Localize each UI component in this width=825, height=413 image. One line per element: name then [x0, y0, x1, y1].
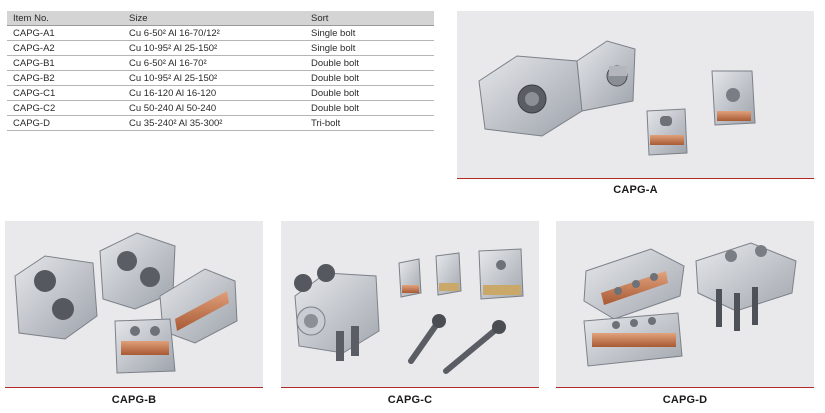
header-sort: Sort [305, 11, 434, 26]
table-row: CAPG-B1 Cu 6-50² Al 16-70² Double bolt [7, 55, 434, 71]
cell-size: Cu 50-240 Al 50-240 [123, 100, 305, 116]
cell-sort: Double bolt [305, 70, 434, 86]
table-row: CAPG-D Cu 35-240² Al 35-300² Tri-bolt [7, 115, 434, 131]
cell-size: Cu 10-95² Al 25-150² [123, 40, 305, 56]
cell-item: CAPG-B1 [7, 55, 123, 71]
cell-sort: Single bolt [305, 40, 434, 56]
clamp-illustration-c [294, 248, 524, 374]
clamp-illustration-b [14, 232, 238, 374]
product-photo-capg-c [281, 221, 539, 388]
product-photo-capg-d [556, 221, 814, 388]
cell-size: Cu 16-120 Al 16-120 [123, 85, 305, 101]
cell-item: CAPG-C2 [7, 100, 123, 116]
cell-sort: Double bolt [305, 85, 434, 101]
caption-capg-c: CAPG-C [387, 394, 433, 406]
cell-item: CAPG-C1 [7, 85, 123, 101]
caption-capg-b: CAPG-B [111, 394, 157, 406]
cell-size: Cu 6-50² Al 16-70/12² [123, 25, 305, 41]
cell-item: CAPG-A2 [7, 40, 123, 56]
table-row: CAPG-A1 Cu 6-50² Al 16-70/12² Single bol… [7, 25, 434, 41]
header-size: Size [123, 11, 305, 26]
cell-sort: Tri-bolt [305, 115, 434, 131]
header-item-no: Item No. [7, 11, 123, 26]
caption-capg-d: CAPG-D [662, 394, 708, 406]
cell-sort: Double bolt [305, 100, 434, 116]
cell-item: CAPG-D [7, 115, 123, 131]
table-row: CAPG-C2 Cu 50-240 Al 50-240 Double bolt [7, 100, 434, 116]
cell-sort: Single bolt [305, 25, 434, 41]
table-header-row: Item No. Size Sort [7, 11, 434, 26]
cell-size: Cu 10-95² Al 25-150² [123, 70, 305, 86]
table-row: CAPG-B2 Cu 10-95² Al 25-150² Double bolt [7, 70, 434, 86]
cell-size: Cu 6-50² Al 16-70² [123, 55, 305, 71]
cell-sort: Double bolt [305, 55, 434, 71]
table-row: CAPG-A2 Cu 10-95² Al 25-150² Single bolt [7, 40, 434, 56]
product-photo-capg-a [457, 11, 814, 179]
clamp-illustration-a [478, 40, 756, 156]
caption-capg-a: CAPG-A [613, 184, 658, 196]
cell-size: Cu 35-240² Al 35-300² [123, 115, 305, 131]
cell-item: CAPG-A1 [7, 25, 123, 41]
clamp-illustration-d [583, 242, 797, 367]
table-row: CAPG-C1 Cu 16-120 Al 16-120 Double bolt [7, 85, 434, 101]
cell-item: CAPG-B2 [7, 70, 123, 86]
product-photo-capg-b [5, 221, 263, 388]
spec-table: Item No. Size Sort CAPG-A1 Cu 6-50² Al 1… [7, 11, 434, 131]
